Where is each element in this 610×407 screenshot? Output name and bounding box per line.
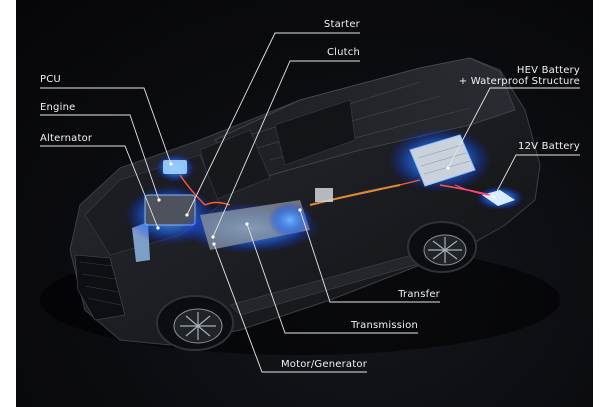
leader-endpoints <box>156 162 496 246</box>
leader-lines <box>40 32 580 373</box>
label-engine: Engine <box>40 102 76 113</box>
label-transfer: Transfer <box>398 289 440 300</box>
label-12v-battery: 12V Battery <box>518 141 580 152</box>
driveshaft <box>309 184 401 206</box>
label-starter: Starter <box>323 19 360 30</box>
battery-12v-unit <box>482 190 515 206</box>
front-grille <box>74 254 126 321</box>
pcu-unit <box>163 160 187 174</box>
leader-pcu <box>40 87 172 165</box>
transfer-glow <box>268 202 312 238</box>
label-hev-battery: HEV Battery <box>516 65 580 76</box>
leader-motor-generator <box>213 243 367 373</box>
leader-engine <box>40 114 160 201</box>
rear-wheel <box>407 221 477 273</box>
leader-clutch <box>212 60 360 238</box>
leader-starter <box>186 32 360 216</box>
leader-alternator <box>40 145 159 229</box>
engine-block <box>144 194 196 226</box>
label-waterproof-structure: + Waterproof Structure <box>458 76 580 87</box>
leader-hev-battery <box>447 87 580 169</box>
side-window <box>274 99 356 166</box>
label-clutch: Clutch <box>326 47 360 58</box>
leader-transmission <box>246 223 418 334</box>
leader-12v-battery <box>493 154 580 198</box>
label-alternator: Alternator <box>40 133 93 144</box>
label-pcu: PCU <box>40 74 61 85</box>
grille-lines <box>79 261 122 306</box>
front-wheel <box>156 295 234 351</box>
label-transmission: Transmission <box>351 320 418 331</box>
battery-cable <box>454 184 489 196</box>
high-voltage-wiring <box>179 174 491 206</box>
transfer-case <box>315 188 333 202</box>
label-motor-generator: Motor/Generator <box>280 359 367 370</box>
leader-transfer <box>299 209 440 303</box>
